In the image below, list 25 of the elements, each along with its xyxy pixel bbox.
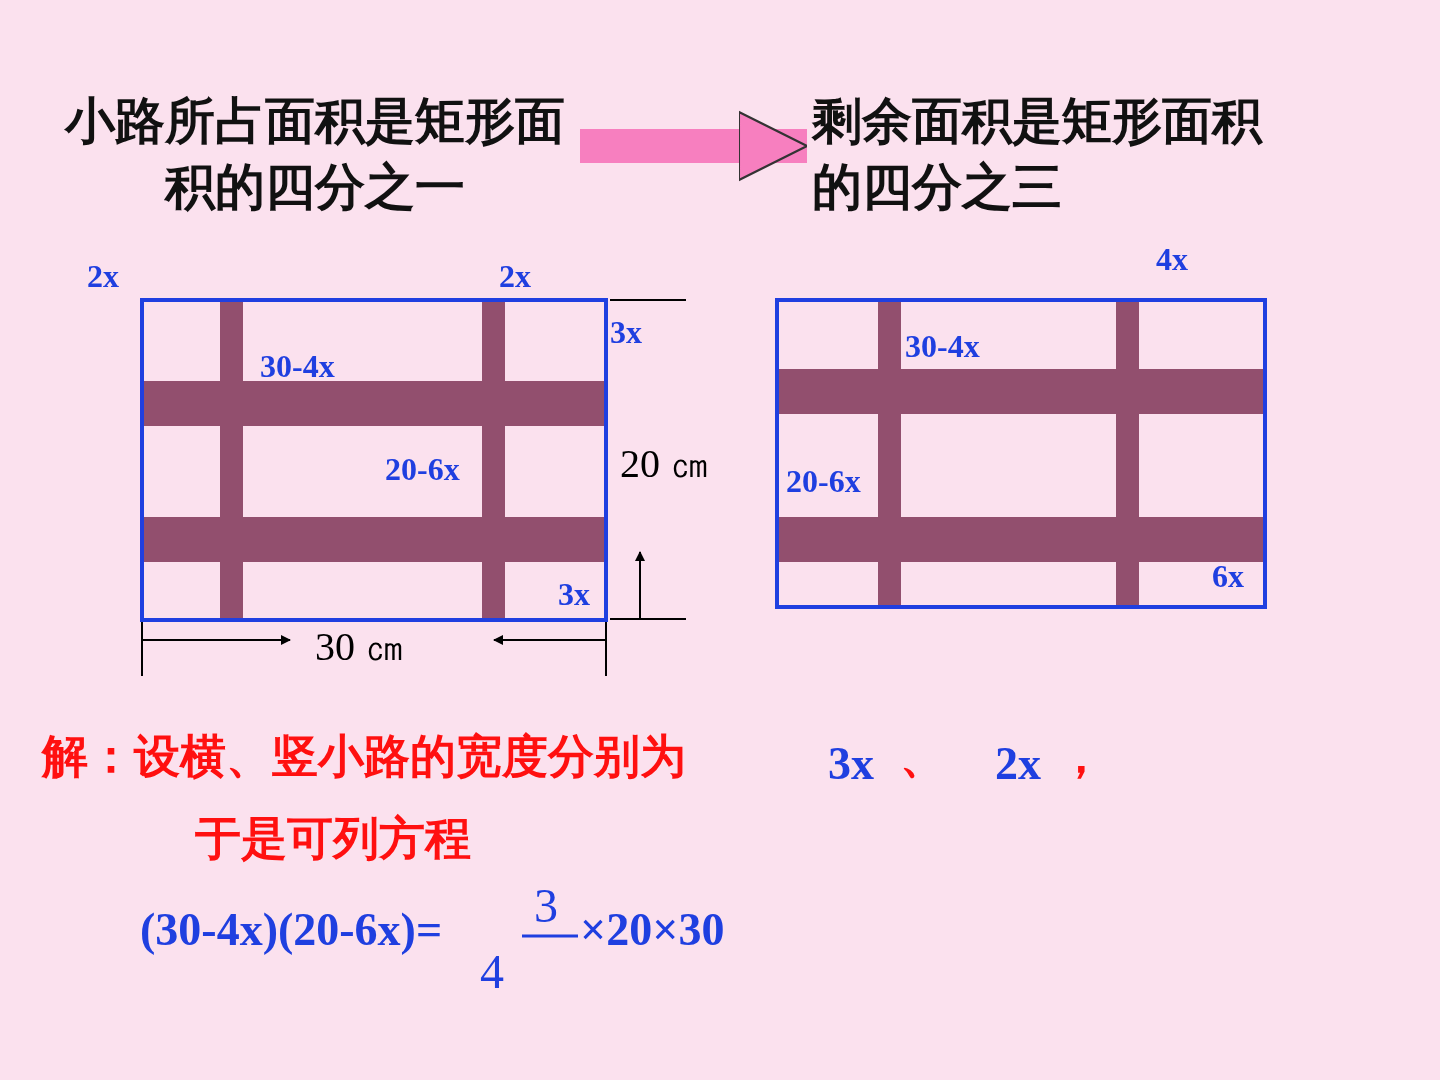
fraction-numerator: 3 bbox=[534, 878, 558, 934]
math-expression: 2x bbox=[995, 738, 1041, 791]
dimension-label: 30-4x bbox=[260, 348, 335, 385]
dimension-label: 20 ㎝ bbox=[620, 441, 710, 487]
solution-text: 解：设横、竖小路的宽度分别为 bbox=[42, 730, 686, 783]
fraction-denominator: 4 bbox=[480, 944, 504, 1000]
dimension-label: 6x bbox=[1212, 558, 1244, 595]
math-expression: 3x bbox=[828, 738, 874, 791]
dimension-label: 2x bbox=[499, 258, 531, 295]
statement-text: 小路所占面积是矩形面积的四分之一 bbox=[55, 88, 575, 220]
dimension-label: 30-4x bbox=[905, 328, 980, 365]
equation-text: (30-4x)(20-6x)= bbox=[140, 904, 443, 957]
block-arrow bbox=[580, 111, 808, 181]
dimension-label: 2x bbox=[87, 258, 119, 295]
dimension-label: 20-6x bbox=[786, 463, 861, 500]
dimension-label: 3x bbox=[558, 576, 590, 613]
dimension-label: 4x bbox=[1156, 241, 1188, 278]
equation-text: ×20×30 bbox=[580, 904, 725, 957]
dimension-label: 3x bbox=[610, 314, 642, 351]
solution-text: 于是可列方程 bbox=[195, 812, 471, 865]
statement-text: 剩余面积是矩形面积的四分之三 bbox=[812, 88, 1292, 220]
dimension-label: 30 ㎝ bbox=[315, 624, 405, 670]
solution-text: 、 bbox=[900, 730, 946, 783]
dimension-label: 20-6x bbox=[385, 451, 460, 488]
solution-text: ， bbox=[1058, 730, 1104, 783]
